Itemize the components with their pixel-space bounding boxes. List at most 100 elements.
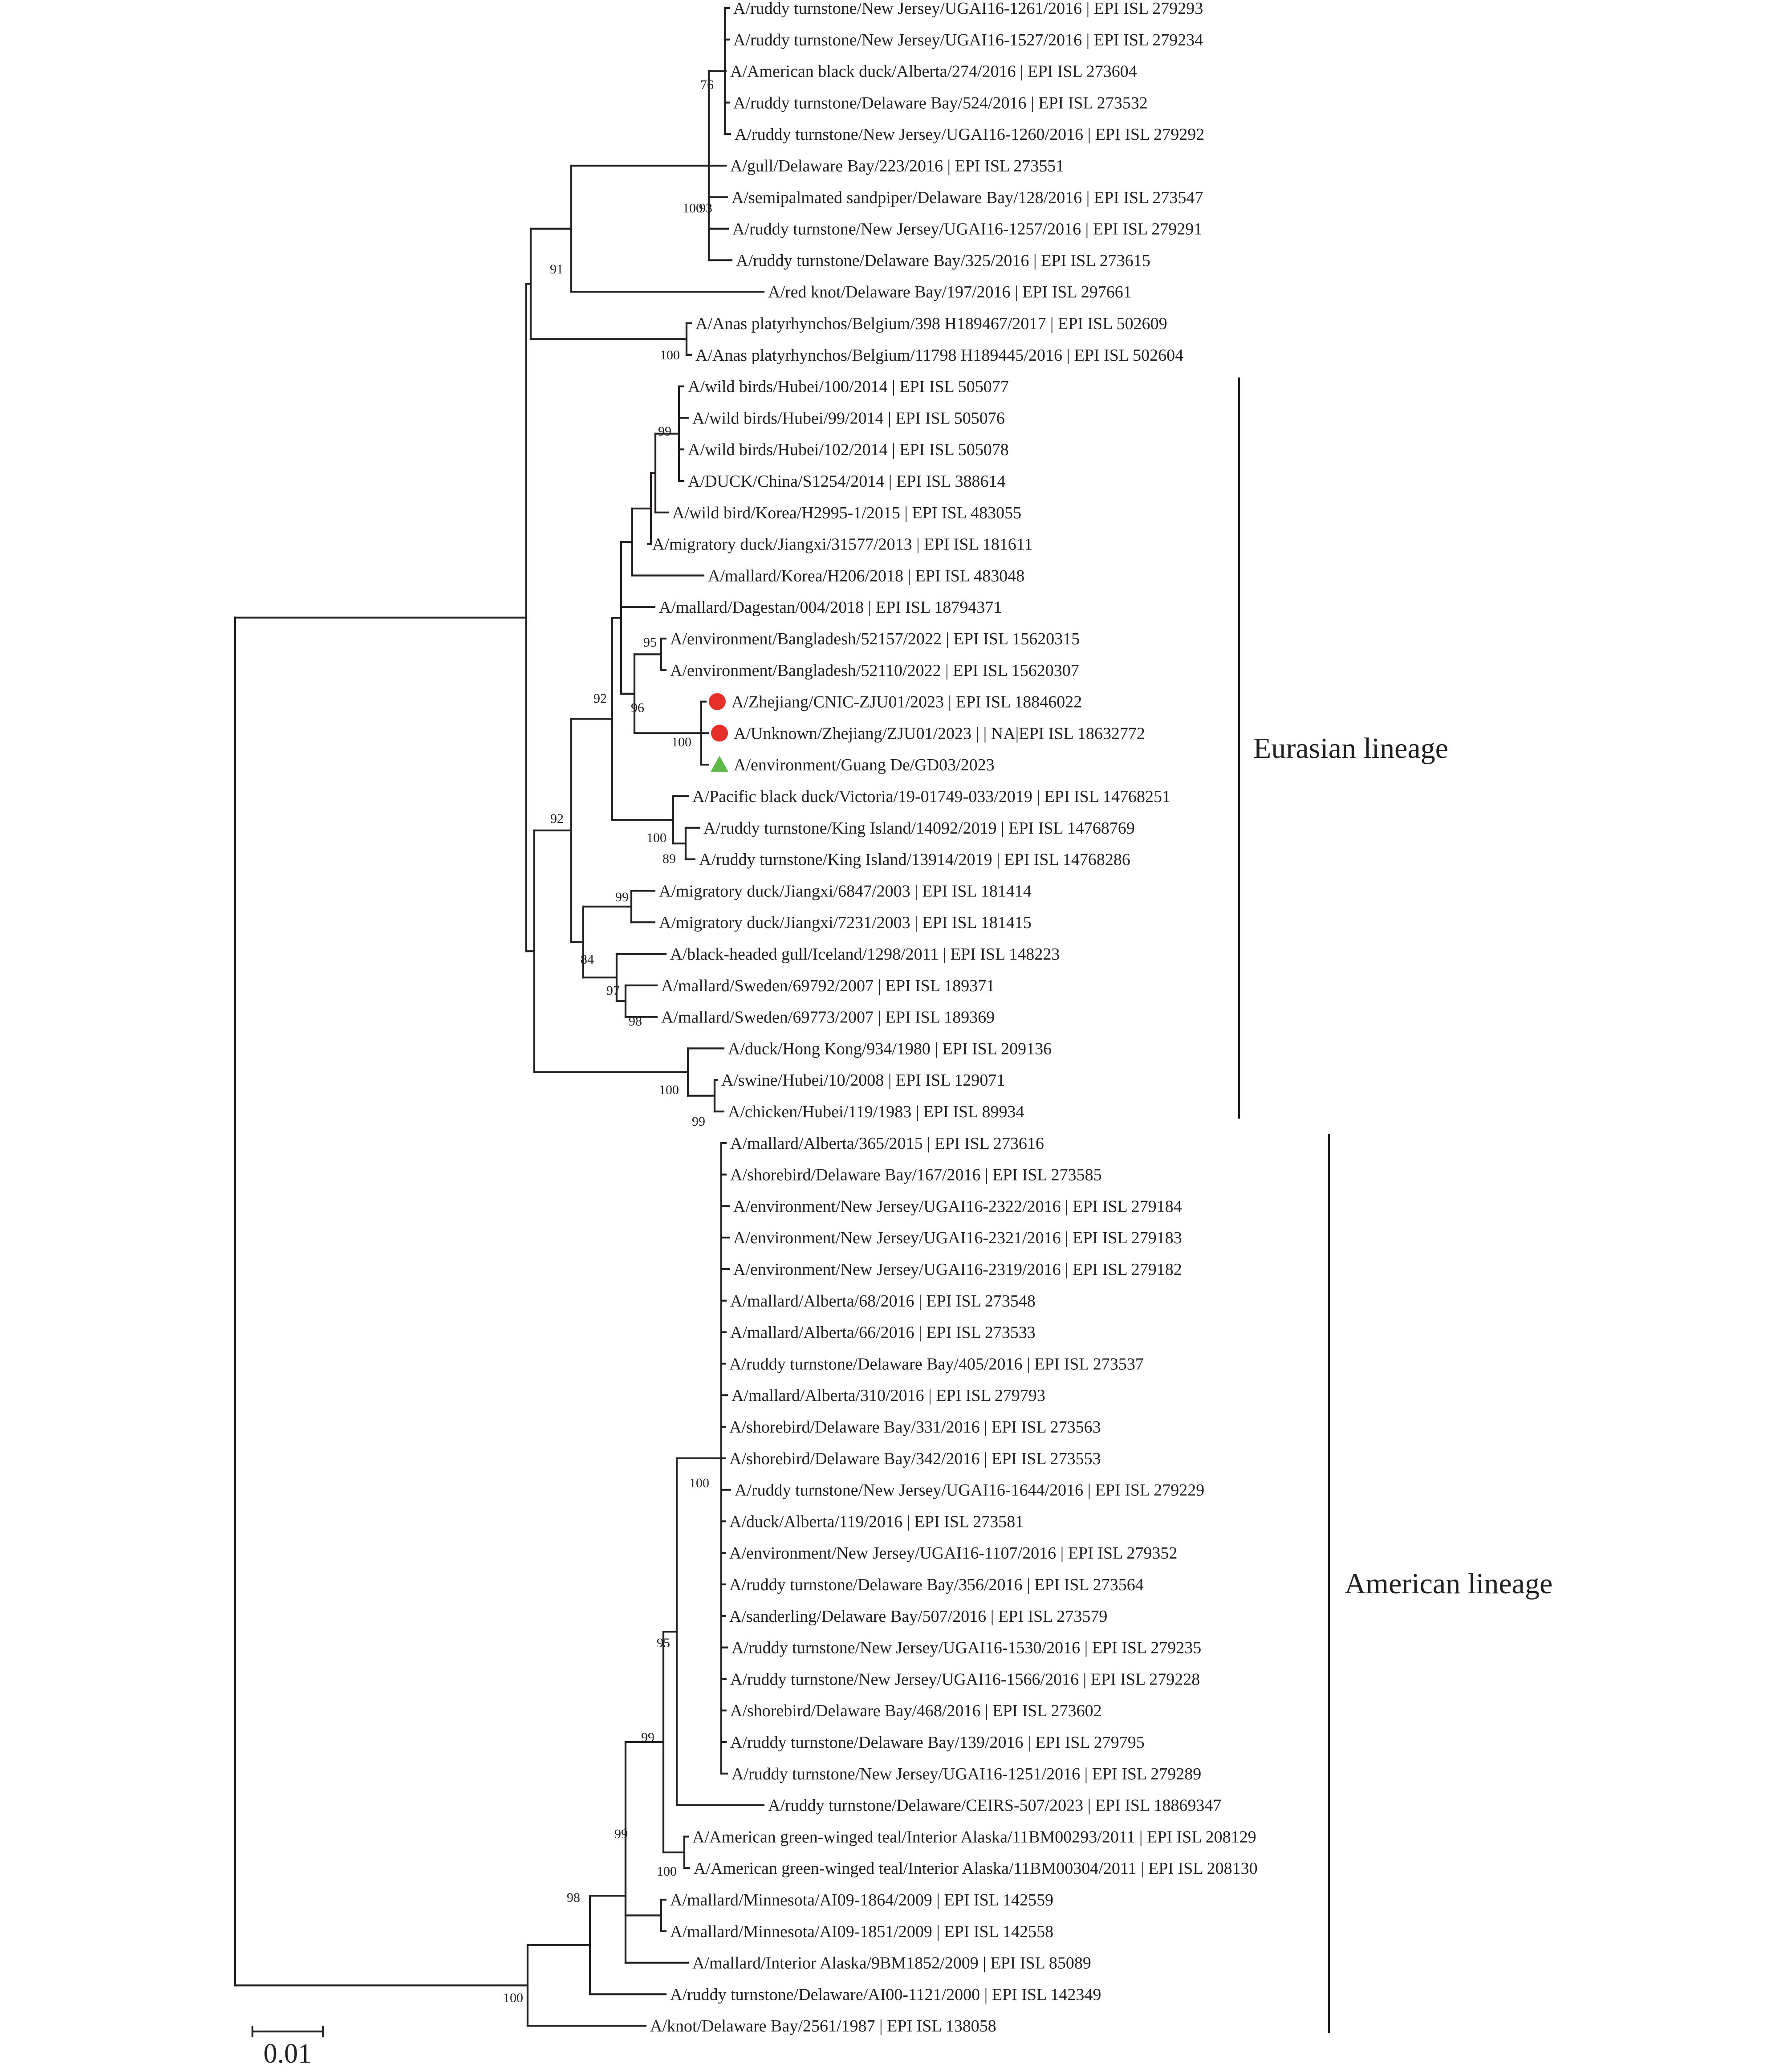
taxon-label: A/mallard/Korea/H206/2018 | EPI ISL 4830…	[708, 566, 1024, 585]
taxon-label: A/mallard/Alberta/68/2016 | EPI ISL 2735…	[730, 1292, 1036, 1311]
taxon-label: A/environment/New Jersey/UGAI16-2322/201…	[733, 1197, 1182, 1216]
tree-branches	[234, 7, 765, 2027]
taxon-label: A/mallard/Interior Alaska/9BM1852/2009 |…	[692, 1954, 1091, 1973]
red-circle-marker	[711, 725, 728, 742]
bootstrap-value: 98	[629, 1014, 642, 1029]
bootstrap-value: 100	[503, 1991, 523, 2005]
taxon-label: A/shorebird/Delaware Bay/167/2016 | EPI …	[730, 1166, 1102, 1185]
taxon-label: A/ruddy turnstone/New Jersey/UGAI16-1530…	[731, 1639, 1201, 1657]
bootstrap-value: 92	[593, 691, 607, 706]
taxon-label: A/ruddy turnstone/New Jersey/UGAI16-1644…	[735, 1481, 1204, 1500]
taxon-label: A/migratory duck/Jiangxi/31577/2013 | EP…	[652, 535, 1032, 554]
taxon-label: A/Anas platyrhynchos/Belgium/11798 H1894…	[695, 346, 1183, 365]
taxon-label: A/mallard/Minnesota/AI09-1851/2009 | EPI…	[670, 1922, 1053, 1941]
taxon-label: A/Anas platyrhynchos/Belgium/398 H189467…	[695, 314, 1167, 333]
taxon-label: A/Unknown/Zhejiang/ZJU01/2023 | | NA|EPI…	[734, 724, 1145, 743]
tip-labels: A/ruddy turnstone/New Jersey/UGAI16-1261…	[650, 0, 1258, 2035]
taxon-label: A/mallard/Sweden/69792/2007 | EPI ISL 18…	[661, 977, 995, 995]
bootstrap-value: 76	[700, 77, 714, 92]
bootstrap-value: 99	[614, 1827, 628, 1841]
taxon-label: A/mallard/Minnesota/AI09-1864/2009 | EPI…	[670, 1891, 1053, 1909]
taxon-label: A/migratory duck/Jiangxi/7231/2003 | EPI…	[659, 913, 1032, 932]
bootstrap-value: 100	[657, 1864, 677, 1879]
bootstrap-value: 100	[683, 201, 703, 216]
taxon-label: A/ruddy turnstone/New Jersey/UGAI16-1527…	[733, 31, 1203, 49]
taxon-label: A/red knot/Delaware Bay/197/2016 | EPI I…	[768, 283, 1132, 301]
taxon-label: A/environment/Guang De/GD03/2023	[734, 756, 995, 774]
taxon-label: A/wild birds/Hubei/102/2014 | EPI ISL 50…	[688, 440, 1009, 459]
taxon-label: A/environment/New Jersey/UGAI16-1107/201…	[729, 1544, 1177, 1563]
bootstrap-value: 95	[643, 635, 657, 650]
taxon-label: A/semipalmated sandpiper/Delaware Bay/12…	[731, 188, 1203, 207]
taxon-label: A/ruddy turnstone/Delaware Bay/139/2016 …	[730, 1733, 1145, 1752]
taxon-label: A/duck/Hong Kong/934/1980 | EPI ISL 2091…	[728, 1039, 1052, 1058]
taxon-label: A/environment/New Jersey/UGAI16-2319/201…	[733, 1260, 1182, 1279]
bootstrap-value: 98	[567, 1890, 580, 1905]
scale-bar-line	[251, 2025, 324, 2038]
bootstrap-value: 100	[689, 1476, 709, 1490]
taxon-label: A/shorebird/Delaware Bay/342/2016 | EPI …	[729, 1449, 1101, 1468]
taxon-label: A/mallard/Alberta/365/2015 | EPI ISL 273…	[730, 1134, 1044, 1153]
bootstrap-value: 93	[699, 201, 712, 216]
taxon-label: A/ruddy turnstone/King Island/14092/2019…	[703, 819, 1135, 838]
taxon-label: A/ruddy turnstone/New Jersey/UGAI16-1257…	[732, 220, 1202, 239]
taxon-markers	[709, 693, 728, 772]
taxon-label: A/environment/Bangladesh/52157/2022 | EP…	[670, 630, 1080, 648]
taxon-label: A/wild birds/Hubei/99/2014 | EPI ISL 505…	[692, 409, 1005, 427]
scale-bar: 0.01	[251, 2025, 324, 2069]
bootstrap-value: 99	[692, 1114, 705, 1129]
taxon-label: A/black-headed gull/Iceland/1298/2011 | …	[670, 945, 1060, 964]
taxon-label: A/knot/Delaware Bay/2561/1987 | EPI ISL …	[650, 2017, 996, 2035]
taxon-label: A/swine/Hubei/10/2008 | EPI ISL 129071	[721, 1071, 1005, 1090]
taxon-label: A/mallard/Alberta/66/2016 | EPI ISL 2735…	[730, 1323, 1036, 1342]
taxon-label: A/ruddy turnstone/Delaware Bay/405/2016 …	[729, 1355, 1144, 1373]
taxon-label: A/American black duck/Alberta/274/2016 |…	[730, 62, 1137, 81]
scale-bar-label: 0.01	[264, 2039, 312, 2069]
taxon-label: A/wild birds/Hubei/100/2014 | EPI ISL 50…	[688, 378, 1009, 396]
taxon-label: A/sanderling/Delaware Bay/507/2016 | EPI…	[729, 1607, 1107, 1626]
bootstrap-values: 7610093911009995961009210089929984979810…	[503, 77, 714, 2005]
bootstrap-value: 97	[606, 983, 620, 998]
bootstrap-value: 100	[659, 1083, 679, 1097]
bootstrap-value: 89	[662, 851, 676, 866]
taxon-label: A/ruddy turnstone/Delaware Bay/325/2016 …	[736, 251, 1150, 270]
taxon-label: A/Zhejiang/CNIC-ZJU01/2023 | EPI ISL 188…	[731, 693, 1082, 712]
bootstrap-value: 100	[660, 348, 680, 362]
taxon-label: A/ruddy turnstone/King Island/13914/2019…	[699, 851, 1130, 869]
bootstrap-value: 99	[641, 1730, 654, 1745]
bootstrap-value: 92	[550, 811, 564, 826]
taxon-label: A/mallard/Sweden/69773/2007 | EPI ISL 18…	[661, 1008, 995, 1027]
taxon-label: A/environment/New Jersey/UGAI16-2321/201…	[733, 1229, 1182, 1247]
taxon-label: A/DUCK/China/S1254/2014 | EPI ISL 388614	[688, 472, 1005, 491]
taxon-label: A/Pacific black duck/Victoria/19-01749-0…	[692, 787, 1170, 806]
taxon-label: A/ruddy turnstone/New Jersey/UGAI16-1566…	[730, 1670, 1200, 1689]
bootstrap-value: 100	[671, 735, 691, 749]
taxon-label: A/mallard/Alberta/310/2016 | EPI ISL 279…	[731, 1386, 1045, 1405]
lineage-label: Eurasian lineage	[1253, 732, 1448, 765]
taxon-label: A/environment/Bangladesh/52110/2022 | EP…	[670, 661, 1079, 680]
taxon-label: A/ruddy turnstone/Delaware Bay/356/2016 …	[729, 1575, 1144, 1594]
bootstrap-value: 84	[581, 952, 594, 967]
bootstrap-value: 99	[615, 890, 629, 904]
bootstrap-value: 96	[631, 700, 644, 715]
taxon-label: A/ruddy turnstone/New Jersey/UGAI16-1251…	[731, 1765, 1201, 1783]
bootstrap-value: 91	[550, 262, 563, 277]
taxon-label: A/mallard/Dagestan/004/2018 | EPI ISL 18…	[659, 598, 1002, 617]
taxon-label: A/duck/Alberta/119/2016 | EPI ISL 273581	[729, 1512, 1024, 1531]
taxon-label: A/migratory duck/Jiangxi/6847/2003 | EPI…	[659, 882, 1032, 900]
taxon-label: A/gull/Delaware Bay/223/2016 | EPI ISL 2…	[730, 157, 1064, 175]
taxon-label: A/wild bird/Korea/H2995-1/2015 | EPI ISL…	[672, 504, 1021, 522]
taxon-label: A/ruddy turnstone/New Jersey/UGAI16-1261…	[733, 0, 1203, 18]
lineage-label: American lineage	[1345, 1567, 1552, 1600]
taxon-label: A/ruddy turnstone/Delaware/CEIRS-507/202…	[768, 1796, 1221, 1815]
taxon-label: A/ruddy turnstone/New Jersey/UGAI16-1260…	[735, 125, 1204, 144]
lineage-brackets	[1238, 377, 1330, 2033]
taxon-label: A/American green-winged teal/Interior Al…	[694, 1859, 1258, 1878]
taxon-label: A/chicken/Hubei/119/1983 | EPI ISL 89934	[728, 1103, 1024, 1121]
taxon-label: A/shorebird/Delaware Bay/468/2016 | EPI …	[730, 1702, 1102, 1720]
red-circle-marker	[709, 693, 726, 710]
green-triangle-marker	[711, 756, 728, 772]
taxon-label: A/shorebird/Delaware Bay/331/2016 | EPI …	[729, 1418, 1101, 1437]
